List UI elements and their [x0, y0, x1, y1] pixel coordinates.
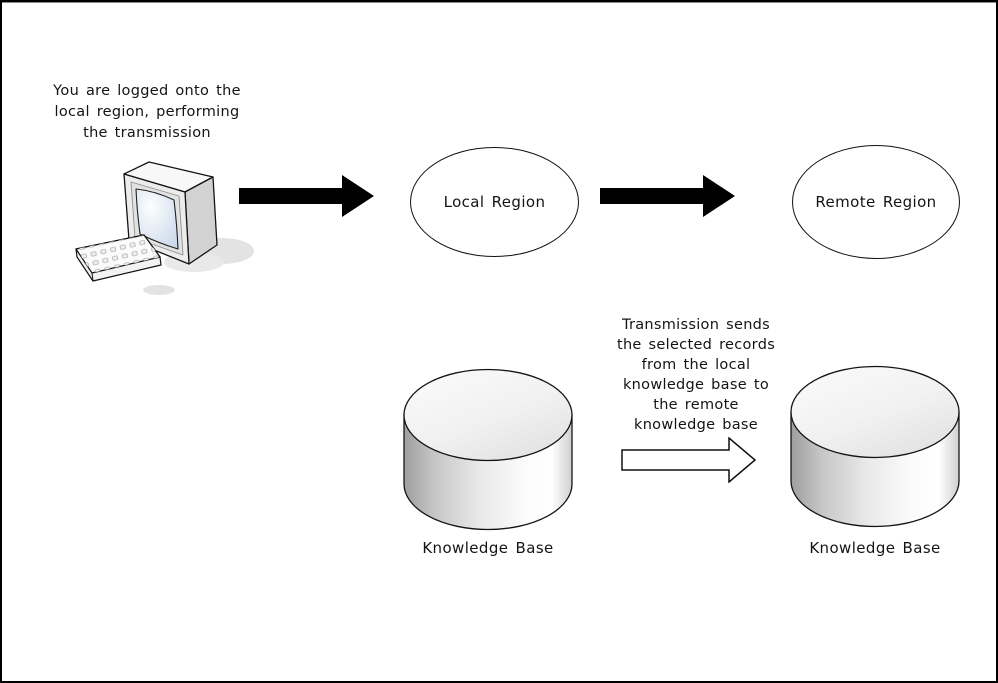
hollow-right-arrow-icon	[621, 437, 756, 483]
note-line: the remote	[653, 397, 739, 413]
solid-right-arrow-icon	[239, 175, 374, 217]
note-line: knowledge base to	[622, 377, 770, 393]
database-cylinder-icon	[790, 365, 960, 528]
node-local-region: Local Region	[410, 147, 579, 257]
node-remote-region-label: Remote Region	[815, 193, 937, 211]
local-knowledge-base-label: Knowledge Base	[422, 539, 554, 557]
node-local-region-label: Local Region	[443, 193, 546, 211]
database-cylinder-icon	[403, 368, 573, 531]
note-line: the transmission	[83, 125, 211, 141]
note-line: You are logged onto the	[53, 83, 241, 99]
transmission-annotation: Transmission sends the selected records …	[585, 315, 807, 435]
note-line: local region, performing	[54, 104, 240, 120]
computer-icon	[75, 161, 254, 295]
operator-annotation: You are logged onto the local region, pe…	[32, 81, 262, 144]
node-remote-region: Remote Region	[792, 145, 960, 259]
solid-right-arrow-icon	[600, 175, 735, 217]
note-line: knowledge base	[634, 417, 758, 433]
note-line: Transmission sends	[621, 317, 771, 333]
remote-knowledge-base-label: Knowledge Base	[809, 539, 941, 557]
note-line: the selected records	[616, 337, 776, 353]
note-line: from the local	[641, 357, 751, 373]
